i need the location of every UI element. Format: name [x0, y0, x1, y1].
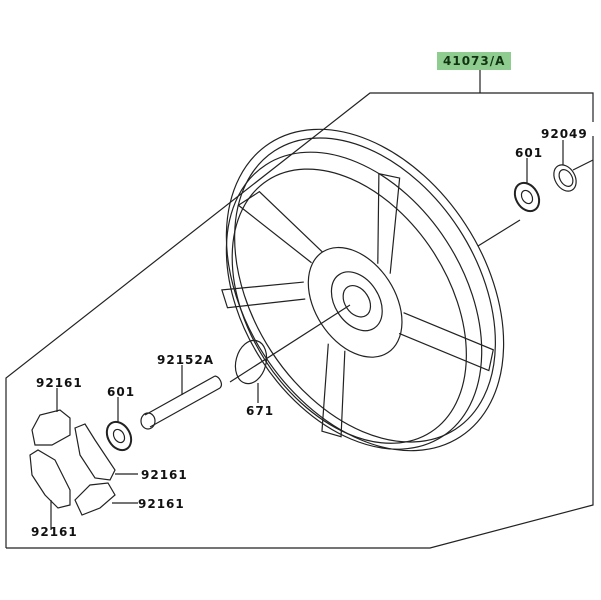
part-label-bearing-right[interactable]: 601 — [515, 146, 544, 160]
part-label-o-ring[interactable]: 671 — [246, 404, 275, 418]
frame-outline — [5, 92, 594, 548]
part-label-bearing-left[interactable]: 601 — [107, 385, 136, 399]
part-label-damper-bottom-left[interactable]: 92161 — [31, 525, 78, 539]
part-label-damper-mid-right[interactable]: 92161 — [141, 468, 188, 482]
part-label-damper-bottom-right[interactable]: 92161 — [138, 497, 185, 511]
part-label-damper-top-left[interactable]: 92161 — [36, 376, 83, 390]
part-label-seal[interactable]: 92049 — [541, 127, 588, 141]
wheel — [221, 128, 505, 452]
assembly-part-label[interactable]: 41073/A — [437, 52, 512, 70]
part-label-collar[interactable]: 92152A — [157, 353, 215, 367]
damper-parts — [29, 388, 138, 530]
